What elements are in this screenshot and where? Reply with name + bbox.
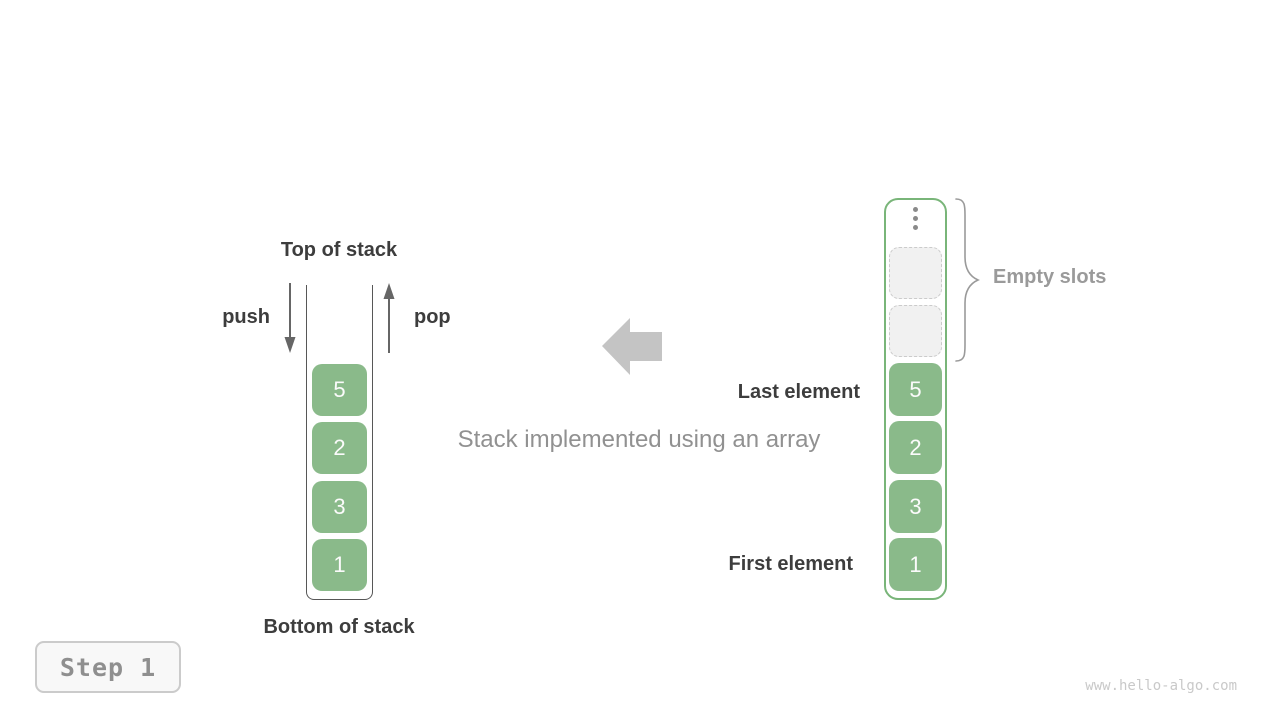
array-element: 5: [889, 363, 942, 416]
empty-slot: [889, 305, 942, 357]
array-element: 1: [889, 538, 942, 591]
bottom-of-stack-label: Bottom of stack: [263, 616, 415, 638]
watermark-text: www.hello-algo.com: [1085, 678, 1237, 694]
push-label: push: [222, 306, 270, 328]
empty-slot: [889, 247, 942, 299]
top-of-stack-label: Top of stack: [280, 239, 398, 261]
left-block-arrow-icon: [602, 318, 662, 375]
array-element: 3: [889, 480, 942, 533]
step-badge: Step 1: [35, 641, 181, 693]
ellipsis-icon: [905, 207, 925, 230]
push-down-arrow-icon: [284, 283, 296, 353]
last-element-label: Last element: [737, 381, 860, 403]
first-element-label: First element: [728, 553, 853, 575]
stack-element: 3: [312, 481, 367, 533]
diagram-caption: Stack implemented using an array: [457, 426, 821, 453]
pop-up-arrow-icon: [383, 283, 395, 353]
stack-element: 2: [312, 422, 367, 474]
empty-slots-label: Empty slots: [993, 266, 1107, 288]
stack-element: 1: [312, 539, 367, 591]
stack-element: 5: [312, 364, 367, 416]
pop-label: pop: [414, 306, 451, 328]
array-element: 2: [889, 421, 942, 474]
curly-brace-icon: [955, 198, 980, 362]
